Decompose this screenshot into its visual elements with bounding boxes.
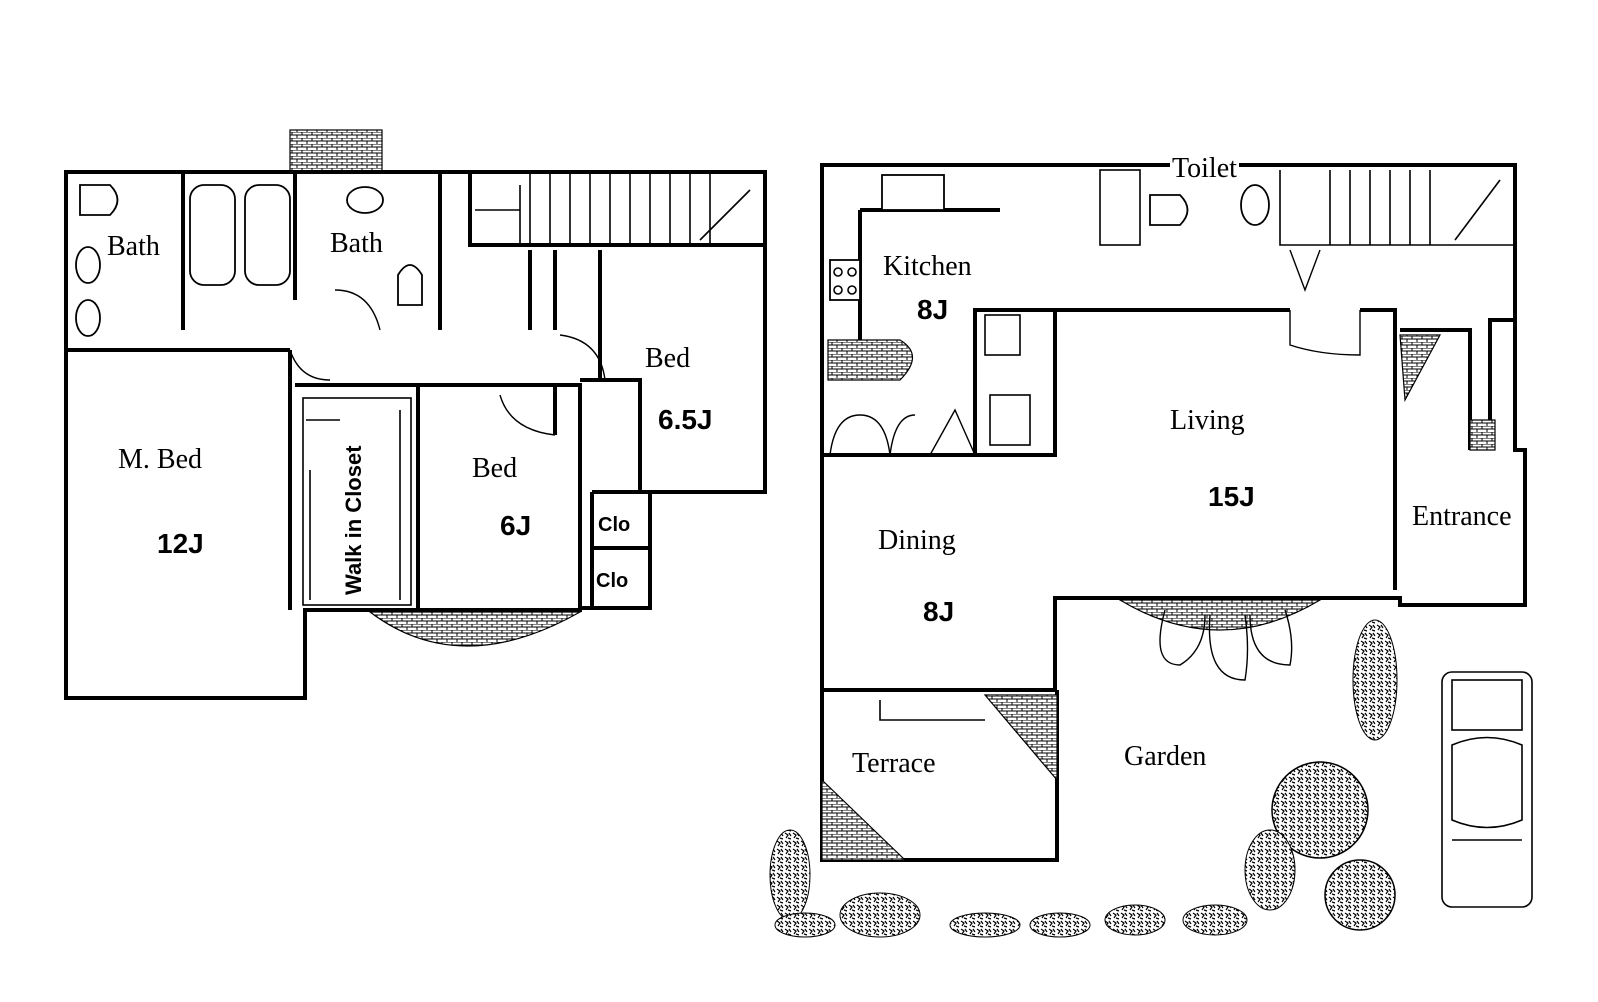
tree-icon: [1244, 829, 1296, 911]
sink-icon: [346, 186, 384, 214]
tree-icon: [1271, 761, 1369, 859]
car-icon: [1441, 671, 1533, 908]
tree-icon: [769, 829, 811, 921]
sink-icon: [75, 299, 101, 337]
room-size-master-bed: 12J: [157, 528, 204, 559]
shrub-icon: [774, 912, 836, 938]
room-size-bed-6-5j: 6.5J: [658, 404, 713, 435]
room-label-closet-1: Clo: [598, 514, 631, 536]
room-size-living: 15J: [1208, 481, 1255, 512]
upper-floor-plan: [64, 129, 767, 700]
room-label-closet-2: Clo: [596, 570, 629, 592]
entrance-step: [1399, 334, 1442, 403]
garden-trees: [769, 619, 1398, 938]
tree-icon: [1324, 859, 1396, 931]
room-label-bath-1: Bath: [107, 231, 160, 262]
ground-floor-plan: [769, 163, 1533, 938]
ground-floor-outer-wall: [820, 163, 1527, 692]
bay-window: [1117, 599, 1323, 631]
shrub-icon: [839, 892, 921, 938]
toilet-icon: [79, 184, 119, 216]
shrub-icon: [1104, 904, 1166, 936]
room-label-terrace: Terrace: [852, 748, 936, 779]
room-label-entrance: Entrance: [1412, 501, 1512, 532]
room-label-bed-6-5j: Bed: [645, 343, 691, 374]
chimney: [289, 129, 383, 173]
stove-icon: [829, 259, 861, 301]
shrub-icon: [1029, 912, 1091, 938]
room-label-living: Living: [1170, 405, 1245, 436]
toilet-icon: [397, 264, 423, 306]
hedge-icon: [1352, 619, 1398, 741]
room-label-toilet: Toilet: [1170, 153, 1239, 184]
room-label-bath-2: Bath: [330, 228, 383, 259]
room-label-dining: Dining: [878, 525, 956, 556]
room-label-walk-in-closet: Walk in Closet: [341, 445, 366, 595]
room-size-kitchen: 8J: [917, 294, 949, 325]
kitchen-sink-icon: [881, 174, 945, 211]
room-size-bed-6j: 6J: [500, 510, 532, 541]
shrub-icon: [1182, 904, 1248, 936]
toilet-icon: [1149, 194, 1189, 226]
room-label-bed-6j: Bed: [472, 453, 518, 484]
room-size-dining: 8J: [923, 596, 955, 627]
bathtub-icon: [244, 184, 291, 286]
bay-window: [368, 611, 583, 647]
room-label-garden: Garden: [1124, 741, 1207, 772]
terrace-brick: [983, 694, 1058, 782]
terrace-brick: [821, 778, 907, 861]
sink-icon: [75, 246, 101, 284]
sink-icon: [1240, 184, 1270, 226]
room-label-kitchen: Kitchen: [883, 251, 972, 282]
kitchen-island: [827, 339, 914, 381]
shrub-icon: [949, 912, 1021, 938]
bathtub-icon: [189, 184, 236, 286]
room-label-master-bed: M. Bed: [118, 444, 202, 475]
entrance-step: [1469, 419, 1496, 451]
